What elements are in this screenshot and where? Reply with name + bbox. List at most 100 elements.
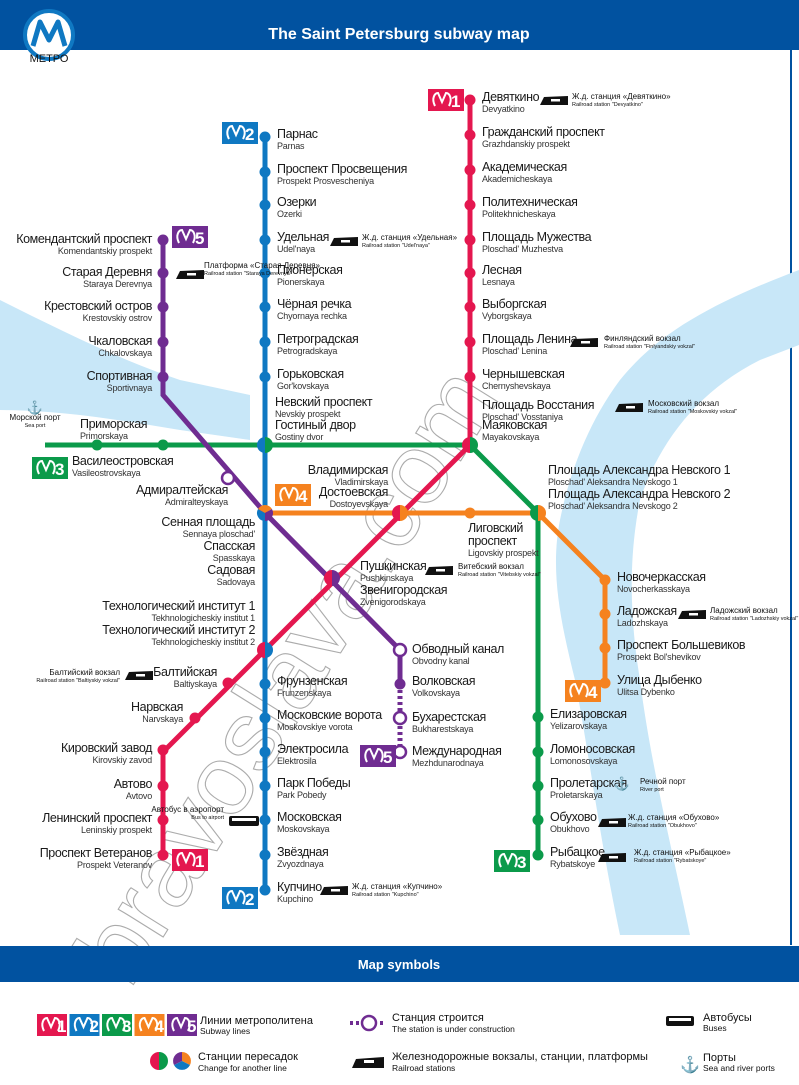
transfer-station-pushkinskaya[interactable] — [324, 570, 340, 586]
station-dot-ozerki[interactable] — [259, 199, 271, 211]
station-dot-elektrosila[interactable] — [259, 746, 271, 758]
station-dot-sportivnaya[interactable] — [157, 371, 169, 383]
station-dot-ligovskiy-prospekt[interactable] — [464, 507, 476, 519]
station-dot-prospekt-veteranov[interactable] — [157, 849, 169, 861]
station-dot-chyornaya-rechka[interactable] — [259, 301, 271, 313]
station-dot-udel-naya[interactable] — [259, 234, 271, 246]
station-dot-proletarskaya[interactable] — [532, 780, 544, 792]
station-dot-leninskiy-prospekt[interactable] — [157, 814, 169, 826]
station-dot-prospekt-prosvescheniya[interactable] — [259, 166, 271, 178]
station-dot-lesnaya[interactable] — [464, 267, 476, 279]
station-dot-ploschad-lenina[interactable] — [464, 336, 476, 348]
station-label[interactable]: Технологический институт 1Tekhnologiches… — [102, 599, 256, 623]
station-dot-moskovskiye-vorota[interactable] — [259, 712, 271, 724]
transfer-station-ploschad-aleksandra-nevskogo-1[interactable] — [530, 505, 546, 521]
transfer-station-vladimirskaya[interactable] — [392, 505, 408, 521]
station-dot-vasileostrovskaya[interactable] — [157, 439, 169, 451]
station-dot-bukharestskaya[interactable] — [392, 710, 408, 726]
station-dot-komendantskiy-prospekt[interactable] — [157, 234, 169, 246]
station-dot-akademicheskaya[interactable] — [464, 164, 476, 176]
station-dot-frunzenskaya[interactable] — [259, 678, 271, 690]
station-dot-ulitsa-dybenko[interactable] — [599, 677, 611, 689]
station-dot-chkalovskaya[interactable] — [157, 336, 169, 348]
station-dot-petrogradskaya[interactable] — [259, 336, 271, 348]
station-dot-devyatkino[interactable] — [464, 94, 476, 106]
station-dot-grazhdanskiy-prospekt[interactable] — [464, 129, 476, 141]
station-dot-obvodny-kanal[interactable] — [392, 642, 408, 658]
transfer-station-sennaya-ploschad-[interactable] — [257, 505, 273, 521]
station-dot-ploschad-muzhestva[interactable] — [464, 234, 476, 246]
station-dot-admiralteyskaya[interactable] — [220, 470, 236, 486]
station-dot-gor-kovskaya[interactable] — [259, 371, 271, 383]
station-dot-chernyshevskaya[interactable] — [464, 371, 476, 383]
station-dot-zvyozdnaya[interactable] — [259, 849, 271, 861]
transfer-station-ploschad-vosstaniya[interactable] — [462, 437, 478, 453]
station-label[interactable]: Технологический институт 2Tekhnologiches… — [102, 623, 256, 647]
station-dot-ladozhskaya[interactable] — [599, 608, 611, 620]
station-dot-obukhovo[interactable] — [532, 814, 544, 826]
station-dot-krestovskiy-ostrov[interactable] — [157, 301, 169, 313]
station-dot-park-pobedy[interactable] — [259, 780, 271, 792]
station-dot-staraya-derevnya[interactable] — [157, 267, 169, 279]
station-dot-prospekt-bol-shevikov[interactable] — [599, 642, 611, 654]
station-dot-kupchino[interactable] — [259, 884, 271, 896]
station-dot-avtovo[interactable] — [157, 780, 169, 792]
station-dot-lomonosovskaya[interactable] — [532, 746, 544, 758]
station-dot-pionerskaya[interactable] — [259, 267, 271, 279]
station-dot-kirovskiy-zavod[interactable] — [157, 744, 169, 756]
